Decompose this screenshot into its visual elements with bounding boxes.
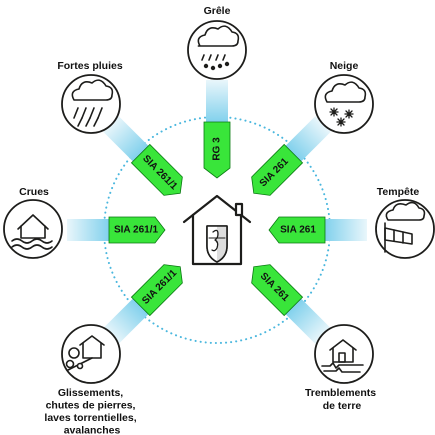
house-with-coat-of-arms-icon [182, 194, 252, 266]
hazard-label-tremblements: Tremblements de terre [305, 387, 379, 412]
snow-cloud-icon [314, 74, 374, 134]
norm-arrow-crues: SIA 261/1 [108, 216, 166, 244]
earthquake-house-icon [314, 324, 374, 384]
stream-grele [206, 80, 228, 123]
hazard-labels: Grêle Neige Tempête Tremblements de terr… [19, 5, 419, 435]
hazard-label-grele: Grêle [204, 5, 231, 17]
hazard-label-crues: Crues [19, 186, 49, 198]
hazard-streams [67, 80, 367, 344]
stream-glissements [103, 297, 150, 344]
stream-tremblements [284, 297, 331, 344]
norm-label-grele: RG 3 [212, 137, 223, 161]
landslide-house-icon [61, 324, 121, 384]
flood-house-icon [3, 199, 63, 259]
stream-neige [284, 116, 331, 163]
norm-arrow-tempete: SIA 261 [268, 216, 326, 244]
hazard-label-glissements: Glissements, chutes de pierres, laves to… [44, 387, 139, 435]
stream-fortes_pluies [103, 116, 150, 163]
hazard-label-fortes-pluies: Fortes pluies [57, 60, 123, 72]
norm-label-crues: SIA 261/1 [114, 225, 159, 236]
hazard-label-neige: Neige [330, 60, 359, 72]
hail-cloud-icon [187, 20, 247, 80]
norm-arrow-grele: RG 3 [203, 121, 231, 179]
norm-label-tempete: SIA 261 [280, 225, 316, 236]
heavy-rain-cloud-icon [61, 74, 121, 134]
stream-crues [67, 219, 110, 241]
hazard-label-tempete: Tempête [377, 186, 420, 198]
norm-arrow-neige: SIA 261 [251, 143, 304, 196]
windsock-storm-icon [375, 199, 435, 259]
stream-tempete [324, 219, 367, 241]
hazard-icons [3, 20, 435, 384]
